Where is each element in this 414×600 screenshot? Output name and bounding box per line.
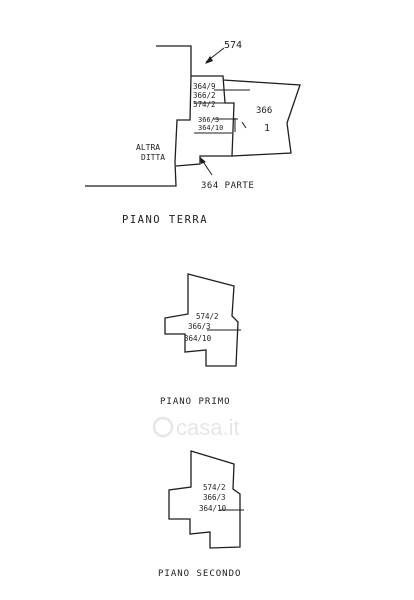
ground-left-outline [85, 45, 192, 187]
first-floor-outline [164, 273, 239, 367]
casa-it-watermark: casa.it [152, 415, 240, 440]
label-ditta: DITTA [141, 153, 165, 162]
label-364-9: 364/9 [193, 82, 216, 91]
watermark-logo-icon [152, 416, 174, 438]
first-floor-plan: 574/2 366/3 364/10 PIANO PRIMO [160, 273, 241, 407]
label-364-parte-arrowhead [200, 157, 206, 164]
first-label-366-3: 366/3 [188, 322, 211, 331]
label-364-parte: 364 PARTE [201, 181, 254, 191]
ground-floor-plan: 574 364/9 366/2 574/2 366/3 364/10 366 1… [85, 40, 301, 226]
label-574: 574 [224, 40, 242, 51]
label-366: 366 [256, 106, 272, 116]
second-label-366-3: 366/3 [203, 493, 226, 502]
label-366-3: 366/3 [198, 116, 219, 124]
watermark-brand: casa.it [176, 415, 240, 440]
label-altra: ALTRA [136, 143, 160, 152]
label-sub-1: 1 [264, 123, 270, 134]
first-label-574-2: 574/2 [196, 312, 219, 321]
ground-right-parcel-outline [222, 79, 301, 157]
second-label-574-2: 574/2 [203, 483, 226, 492]
label-574-2: 574/2 [193, 100, 216, 109]
second-floor-outline [168, 450, 241, 549]
second-floor-plan: 574/2 366/3 364/10 PIANO SECONDO [158, 450, 244, 579]
label-364-10: 364/10 [198, 124, 223, 132]
first-floor-title: PIANO PRIMO [160, 397, 231, 407]
ground-floor-title: PIANO TERRA [122, 214, 208, 226]
ground-tick-mark-2 [241, 121, 247, 129]
label-366-2: 366/2 [193, 91, 216, 100]
second-floor-title: PIANO SECONDO [158, 569, 241, 579]
label-574-arrowhead [205, 56, 213, 64]
second-label-364-10: 364/10 [199, 504, 227, 513]
first-label-364-10: 364/10 [184, 334, 212, 343]
